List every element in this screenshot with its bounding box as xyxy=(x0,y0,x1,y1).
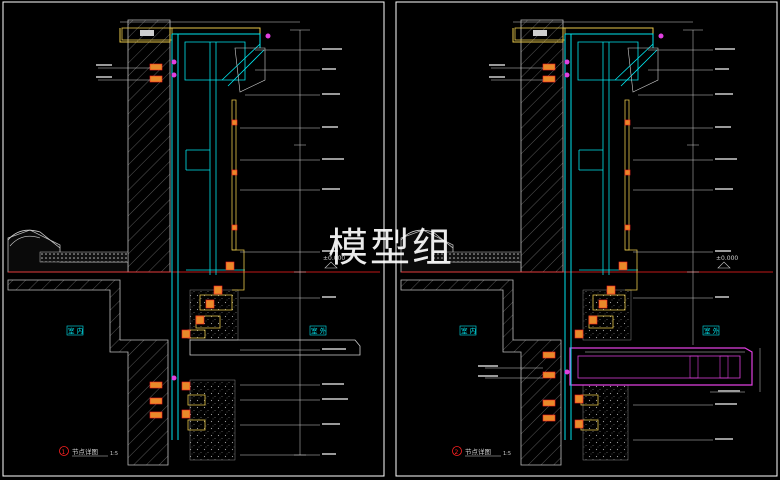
level-marker-icon: ±0.000 xyxy=(716,255,738,269)
detail-scale: 1:5 xyxy=(503,451,511,457)
roof-insulation xyxy=(39,251,129,263)
section-title-icon: 2 xyxy=(452,446,462,456)
sloped-panel xyxy=(221,43,265,87)
title-number: 2 xyxy=(455,449,459,456)
right-detail-panel: ±0.000 室 内 室 外 2 节点详图 1:5 xyxy=(395,1,778,477)
room-label-box xyxy=(459,325,477,336)
annotation-ticks xyxy=(478,48,740,440)
fixing-points xyxy=(564,33,664,375)
curtain-wall-frame xyxy=(171,33,261,440)
canopy-box xyxy=(569,347,753,386)
watermark-text: 模型组 xyxy=(328,225,454,271)
room-label-box xyxy=(66,325,84,336)
section-title-icon: 1 xyxy=(59,446,69,456)
title-number: 1 xyxy=(62,449,66,456)
right-panel-frame xyxy=(395,1,778,477)
left-detail-panel: ±0.000 室 内 室 外 1 节点详图 1:5 xyxy=(2,1,385,477)
anchor-brackets xyxy=(542,63,631,429)
room-label-outdoor: 室 外 xyxy=(311,326,327,335)
lower-structure xyxy=(7,279,169,466)
fixing-points xyxy=(171,33,271,381)
level-label: ±0.000 xyxy=(716,255,738,262)
canopy-beam xyxy=(189,339,361,356)
room-label-box xyxy=(309,325,327,336)
dimension-lines xyxy=(98,21,320,456)
room-label-indoor: 室 内 xyxy=(68,326,83,335)
roof-flashing xyxy=(7,229,61,249)
lower-structure xyxy=(400,279,562,466)
level-label: ±0.000 xyxy=(323,255,345,262)
detail-scale: 1:5 xyxy=(110,451,118,457)
annotation-ticks xyxy=(96,48,348,455)
level-marker-icon: ±0.000 xyxy=(323,255,345,269)
anchor-brackets xyxy=(149,63,238,419)
detail-title: 节点详图 xyxy=(72,447,98,456)
parapet-cap xyxy=(119,27,261,43)
room-label-box xyxy=(702,325,720,336)
room-label-indoor: 室 内 xyxy=(461,326,476,335)
room-label-outdoor: 室 外 xyxy=(704,326,720,335)
detail-title: 节点详图 xyxy=(465,447,491,456)
left-panel-frame xyxy=(2,1,385,477)
upper-wall xyxy=(520,19,564,273)
upper-wall xyxy=(127,19,171,273)
concrete-fill xyxy=(189,289,239,341)
